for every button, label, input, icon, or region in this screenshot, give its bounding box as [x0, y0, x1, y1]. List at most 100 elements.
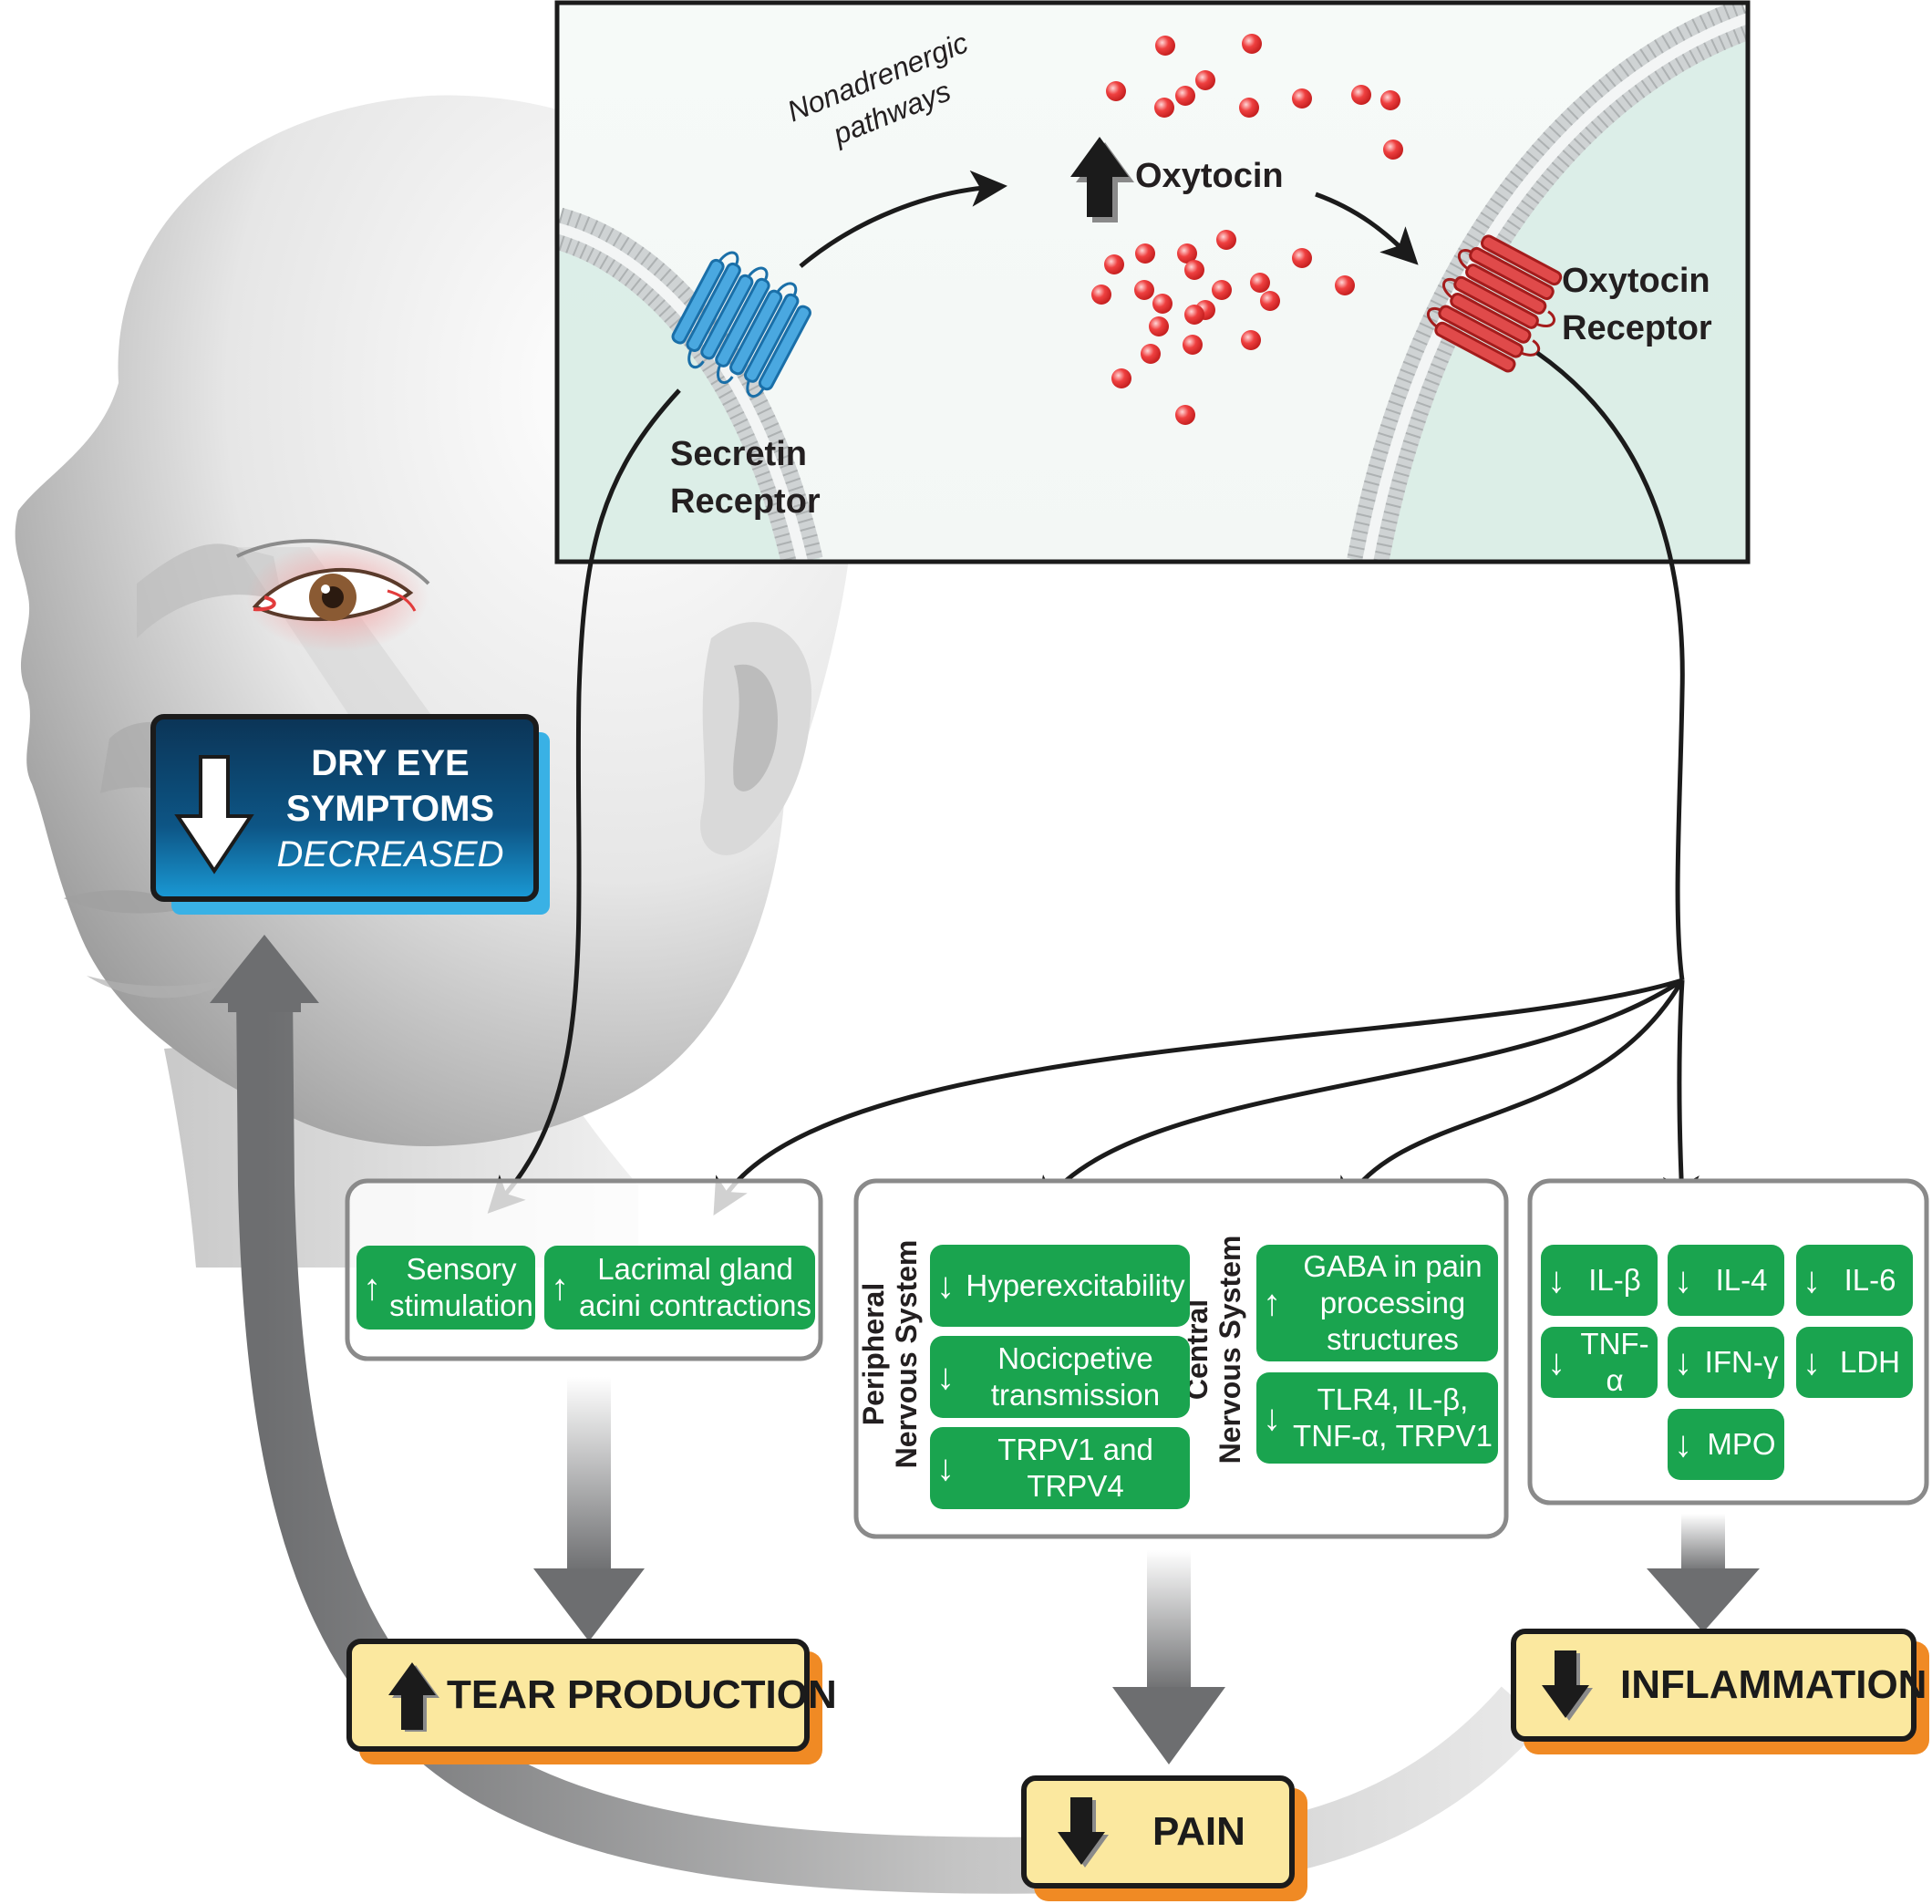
secretin-line1: Secretin [670, 435, 807, 473]
oxytocin-molecule [1380, 90, 1400, 110]
oxytocin-molecule [1239, 98, 1259, 118]
il-beta-text: IL-β [1588, 1263, 1641, 1297]
oxytocin-molecule [1154, 98, 1174, 118]
mpo-box: ↓ MPO [1668, 1409, 1784, 1480]
down-arrow-icon: ↓ [1547, 1342, 1565, 1382]
tear-production-box: TEAR PRODUCTION [346, 1639, 837, 1752]
mpo-text: MPO [1707, 1427, 1776, 1461]
oxytocin-molecule [1106, 81, 1126, 101]
tnf-alpha-box: ↓ TNF-α [1541, 1327, 1658, 1398]
ifn-gamma-text: IFN-γ [1704, 1345, 1779, 1379]
trpv-box: ↓ TRPV1 and TRPV4 [930, 1427, 1190, 1509]
oxytocin-molecule [1104, 254, 1124, 274]
oxytocin-to-receptor-arrow [1315, 191, 1419, 265]
nociceptive-transmission-box: ↓ Nocicpetive transmission [930, 1336, 1190, 1418]
oxytocin-molecule [1175, 86, 1195, 106]
oxytocin-molecule [1175, 405, 1195, 425]
il-4-box: ↓ IL-4 [1668, 1245, 1784, 1316]
oxytocin-molecule [1177, 243, 1197, 264]
oxytocin-molecule [1184, 305, 1204, 325]
to-peripheral-arrow [1035, 978, 1684, 1215]
down-arrow-icon: ↓ [936, 1266, 955, 1306]
tear-production-label: TEAR PRODUCTION [447, 1672, 837, 1717]
oxytocin-molecule [1241, 330, 1261, 350]
oxytocin-molecule [1134, 280, 1154, 300]
trpv-text: TRPV1 and TRPV4 [997, 1433, 1153, 1503]
brow-contour [137, 543, 283, 638]
to-central-arrow [1338, 978, 1685, 1216]
oxytocin-molecule [1135, 243, 1155, 264]
sensory-stimulation-box: ↑ Sensory stimulation [356, 1246, 535, 1330]
oxytocin-molecule [1155, 36, 1175, 56]
down-arrow-icon: ↓ [1803, 1342, 1821, 1382]
dry-eye-text: DRY EYE SYMPTOMS DECREASED [258, 740, 522, 877]
gaba-text: GABA in pain processing structures [1303, 1249, 1483, 1356]
dry-eye-line3: DECREASED [276, 834, 504, 874]
oxytocin-molecule [1351, 85, 1371, 105]
oxytocin-molecule [1212, 280, 1232, 300]
up-arrow-icon: ↑ [363, 1268, 381, 1308]
up-arrow-icon [388, 1662, 439, 1732]
down-arrow-icon: ↓ [1674, 1342, 1692, 1382]
oxytocin-molecule [1184, 260, 1204, 280]
oxytocin-molecule [1183, 335, 1203, 355]
hyperexcitability-text: Hyperexcitability [966, 1268, 1185, 1302]
oxytocin-molecule [1152, 294, 1173, 314]
inflammation-label: INFLAMMATION [1620, 1662, 1927, 1707]
tlr4-box: ↓ TLR4, IL-β, TNF-α, TRPV1 [1256, 1372, 1498, 1464]
sensory-stimulation-text: Sensory stimulation [389, 1252, 533, 1322]
hyperexcitability-box: ↓ Hyperexcitability [930, 1245, 1190, 1327]
down-arrow-icon: ↓ [1547, 1260, 1565, 1300]
dry-eye-line1: DRY EYE [311, 743, 470, 783]
ifn-gamma-box: ↓ IFN-γ [1668, 1327, 1784, 1398]
gaba-box: ↑ GABA in pain processing structures [1256, 1245, 1498, 1361]
tnf-alpha-text: TNF-α [1580, 1327, 1649, 1397]
red-eye [236, 539, 430, 652]
il-beta-box: ↓ IL-β [1541, 1245, 1658, 1316]
il-4-text: IL-4 [1715, 1263, 1768, 1297]
ear [700, 622, 811, 855]
oxytocin-molecule [1242, 34, 1262, 54]
oxytocin-molecule [1111, 368, 1131, 388]
oxytocin-molecule [1091, 285, 1111, 305]
down-arrow-icon [1058, 1797, 1109, 1868]
oxytocin-label: Oxytocin [1135, 157, 1284, 195]
oxytocin-molecule [1292, 88, 1312, 109]
nonadrenergic-arrow [799, 170, 1007, 268]
down-arrow-icon: ↓ [936, 1448, 955, 1488]
to-inflammation-arrow [1662, 979, 1700, 1213]
central-nervous-system-label: Central Nervous System [1181, 1235, 1246, 1464]
oxytocin-molecule [1195, 70, 1215, 90]
tlr4-text: TLR4, IL-β, TNF-α, TRPV1 [1293, 1382, 1493, 1453]
down-arrow-icon [1542, 1650, 1593, 1721]
ldh-text: LDH [1839, 1345, 1901, 1379]
oxytocin-molecule [1335, 275, 1355, 295]
connector-arrows [487, 350, 1700, 1216]
oxytocin-molecules [1091, 34, 1403, 425]
ldh-box: ↓ LDH [1796, 1327, 1913, 1398]
chin-contour [87, 976, 237, 999]
pain-box: PAIN [1021, 1775, 1295, 1888]
peripheral-nervous-system-label: Peripheral Nervous System [857, 1239, 923, 1469]
oxytocin-molecule [1149, 316, 1169, 336]
down-arrow-icon: ↓ [1263, 1398, 1281, 1438]
oxytocin-molecule [1383, 140, 1403, 160]
oxytocin-receptor-line2: Receptor [1562, 309, 1712, 347]
inflammation-down-arrow [1647, 1514, 1760, 1632]
down-arrow-icon: ↓ [1674, 1424, 1692, 1464]
down-arrow-icon: ↓ [1803, 1260, 1821, 1300]
inflammation-box: INFLAMMATION [1511, 1629, 1927, 1742]
to-lacrimal-arrow [713, 978, 1683, 1216]
oxytocin-receptor-label: Oxytocin Receptor [1562, 257, 1712, 352]
oxytocin-molecule [1292, 248, 1312, 268]
oxytocin-molecule [1141, 344, 1161, 364]
secretin-receptor-icon [671, 251, 811, 398]
secretin-line2: Receptor [670, 482, 821, 521]
up-arrow-icon [1070, 137, 1134, 222]
nociceptive-transmission-text: Nocicpetive transmission [990, 1341, 1161, 1412]
oxytocin-receptor-icon [1426, 234, 1563, 373]
secretin-receptor-label: Secretin Receptor [670, 430, 821, 525]
pain-down-arrow [1112, 1550, 1225, 1764]
il-6-text: IL-6 [1844, 1263, 1896, 1297]
feedback-curve-arrow [210, 935, 1545, 1894]
